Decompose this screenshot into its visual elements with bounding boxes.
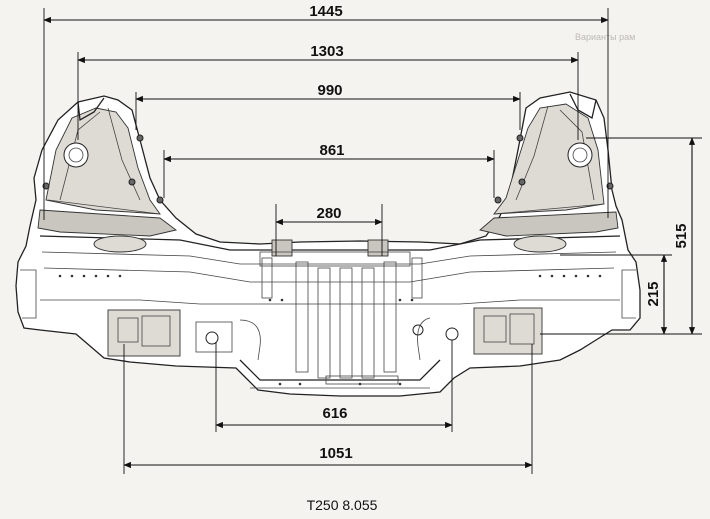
dimension-label-1303: 1303 [310,43,343,60]
dimension-label-280: 280 [316,205,341,222]
background-watermark: Варианты рам [575,32,635,42]
dimension-label-1445: 1445 [309,3,342,20]
dimension-label-1051: 1051 [319,445,352,462]
dimension-label-616: 616 [322,405,347,422]
dimension-label-215: 215 [645,281,662,306]
dimension-lines [43,16,696,469]
dimension-label-515: 515 [673,223,690,248]
rear-floor-panel-drawing [15,91,641,397]
dimension-label-990: 990 [317,82,342,99]
figure-caption: T250 8.055 [307,497,378,513]
dimension-label-861: 861 [319,142,344,159]
